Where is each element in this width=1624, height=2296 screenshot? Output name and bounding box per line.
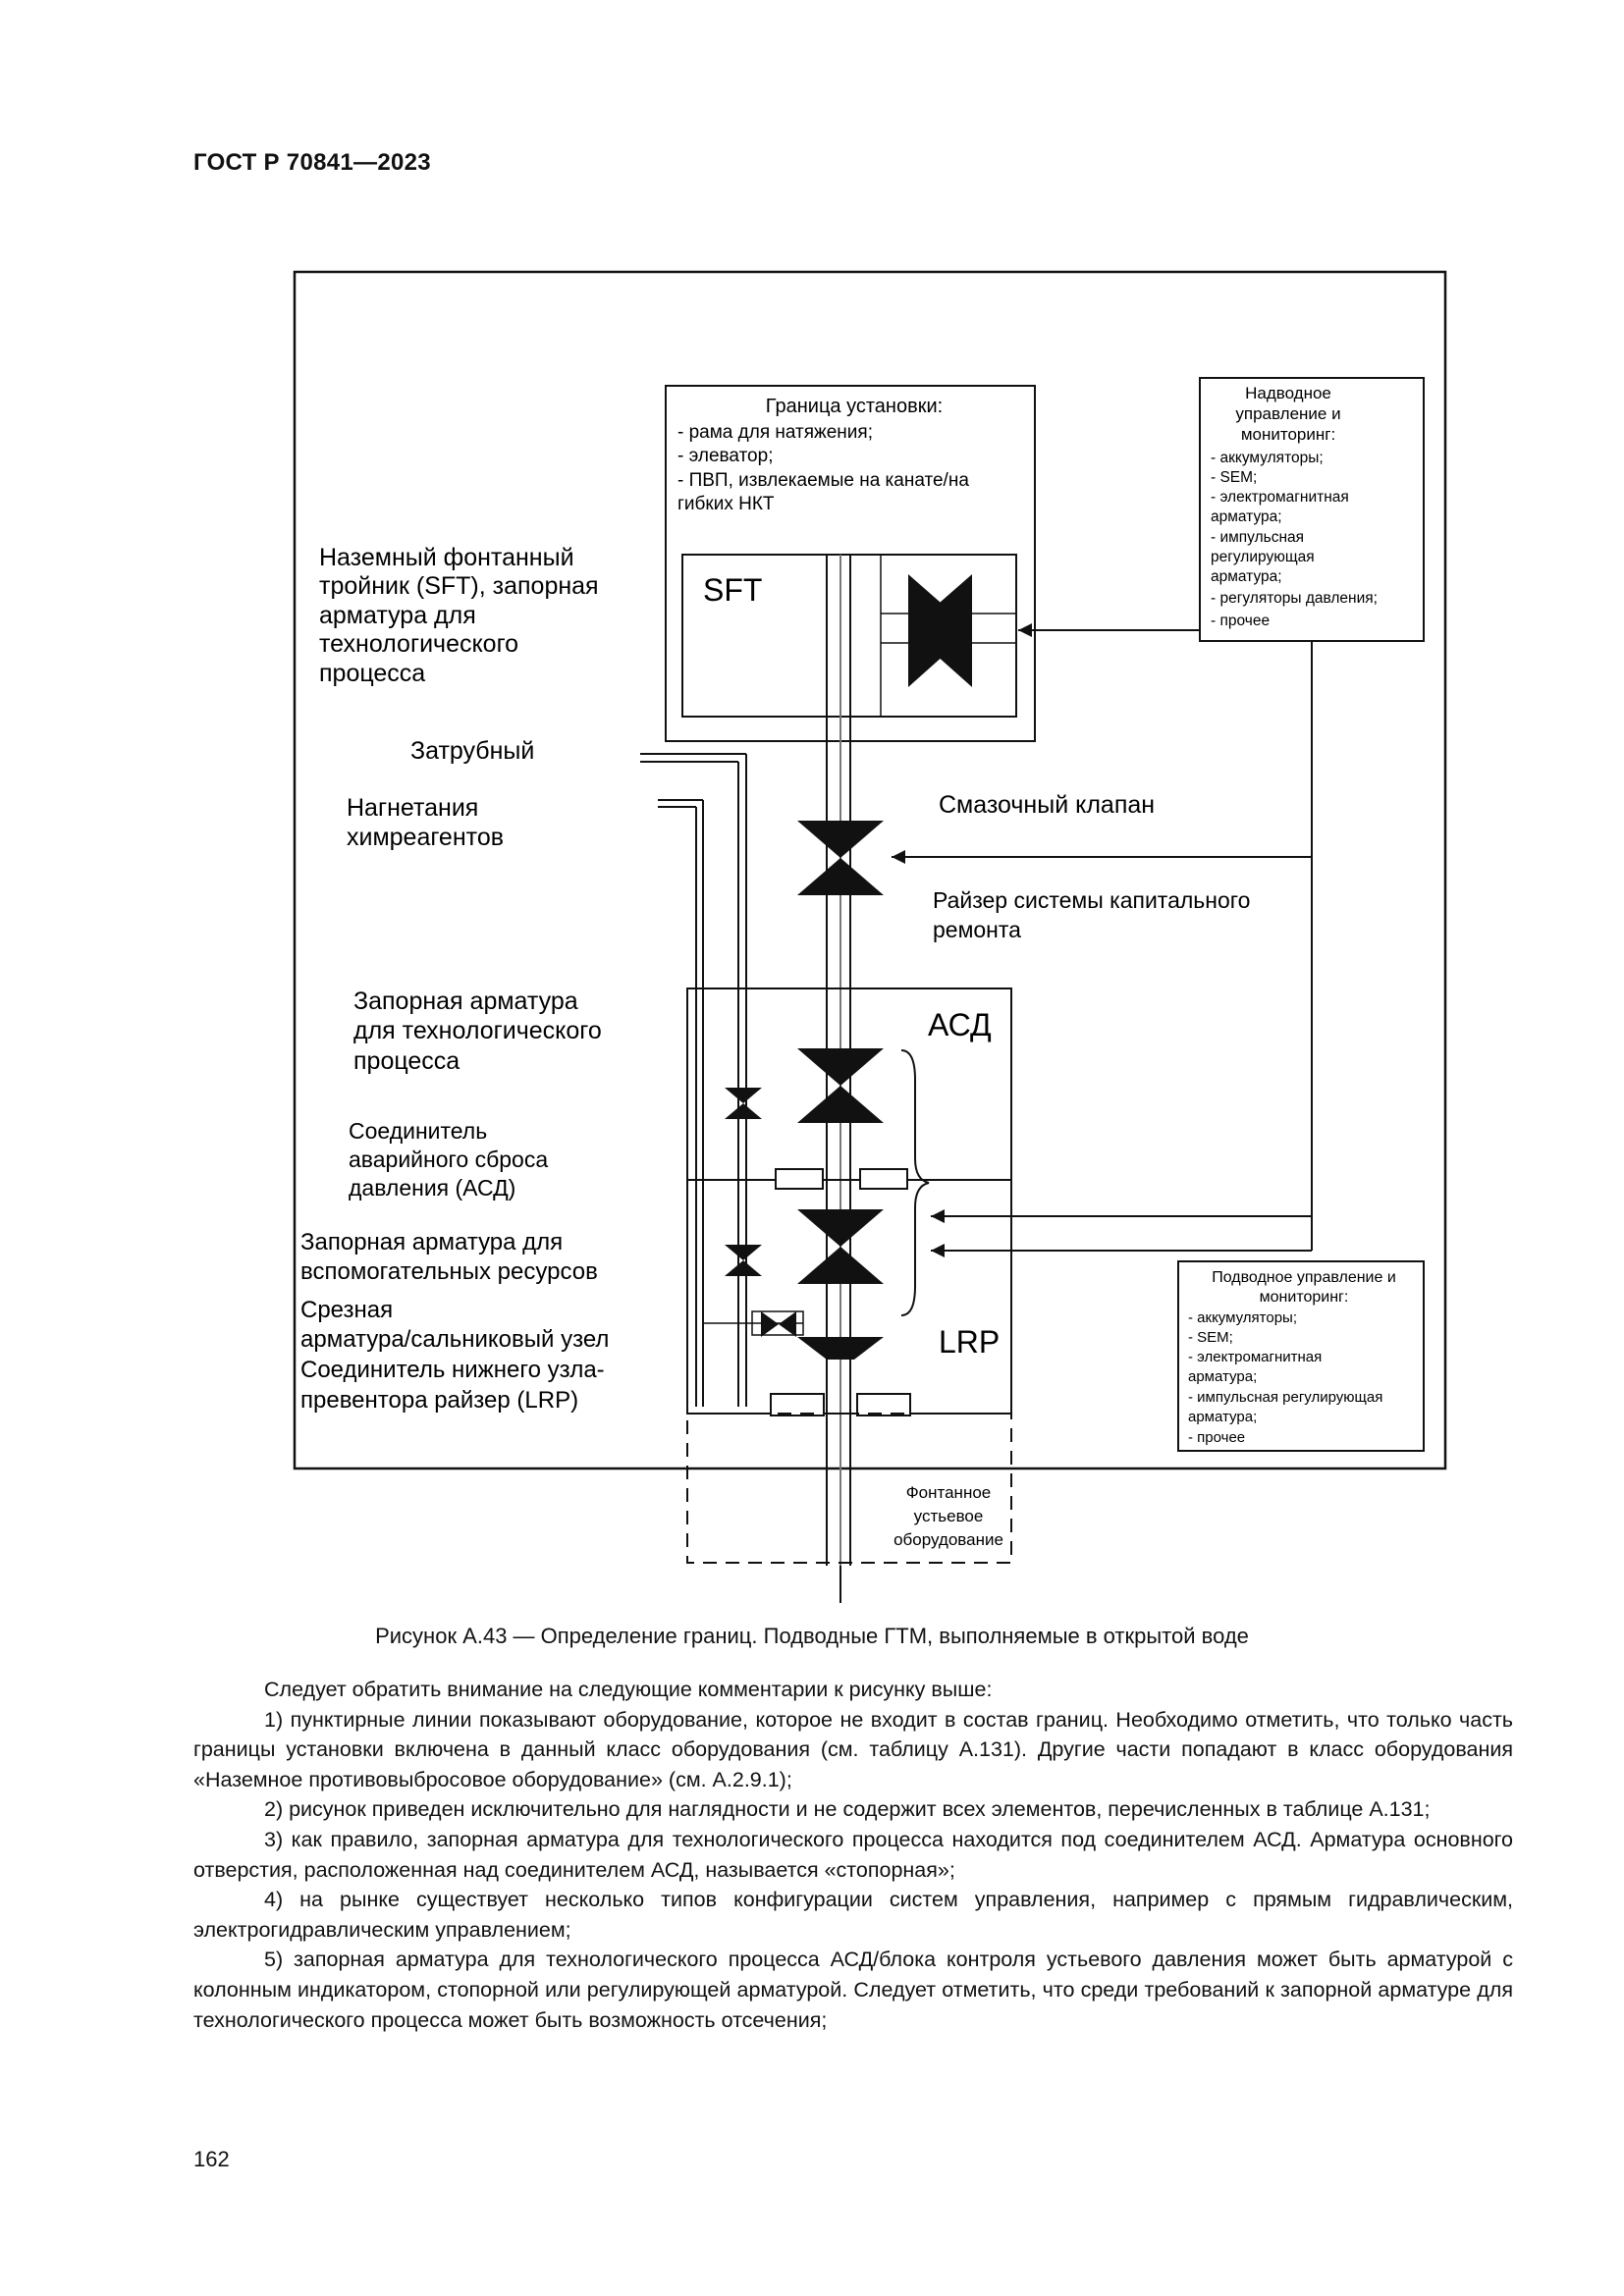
xmas-tree-line-1: Фонтанное: [906, 1483, 992, 1502]
surface-item: - импульсная: [1211, 529, 1304, 546]
sft-text-line: технологического: [319, 630, 518, 658]
lower-process-valve-icon: [797, 1209, 884, 1247]
subsea-control-box: [1177, 1260, 1425, 1452]
document-code: ГОСТ Р 70841—2023: [193, 149, 431, 176]
surface-control-line-1: Надводное: [1245, 384, 1331, 402]
subsea-item: - SEM;: [1188, 1329, 1233, 1346]
chem-label-line: Нагнетания: [347, 794, 478, 822]
comment-item-4: 4) на рынке существует несколько типов к…: [193, 1888, 1513, 1942]
body-text: Следует обратить внимание на следующие к…: [193, 1675, 1513, 2035]
brace: [900, 1049, 930, 1316]
surface-item: арматура;: [1211, 508, 1282, 525]
figure-svg: Граница установки: - рама для натяжения;…: [293, 270, 1447, 1603]
subsea-item: - импульсная регулирующая: [1188, 1389, 1382, 1406]
lube-valve-label: Смазочный клапан: [939, 791, 1155, 819]
aux-valve-label-line: вспомогательных ресурсов: [300, 1258, 598, 1285]
shear-ram-icon: [797, 1337, 884, 1360]
riser-label-line: Райзер системы капитального: [933, 887, 1250, 913]
process-valve-label-line: для технологического: [353, 1017, 602, 1044]
surface-item: - электромагнитная: [1211, 489, 1349, 506]
edp-label-line: давления (АСД): [349, 1175, 515, 1201]
surface-item: арматура;: [1211, 568, 1282, 585]
surface-item: - SEM;: [1211, 469, 1257, 486]
page-number: 162: [193, 2147, 230, 2171]
xmas-tree-dashed-box: [686, 1413, 1012, 1564]
subsea-item: арматура;: [1188, 1368, 1257, 1385]
surface-item: - прочее: [1211, 613, 1270, 629]
annulus-label: Затрубный: [410, 737, 534, 765]
sft-text-line: тройник (SFT), запорная: [319, 572, 599, 600]
shear-label-line: Соединитель нижнего узла-: [300, 1357, 605, 1383]
boundary-line-3: - ПВП, извлекаемые на канате/на: [677, 470, 969, 491]
sft-text-line: процесса: [319, 660, 425, 687]
comment-item-2: 2) рисунок приведен исключительно для на…: [264, 1797, 1431, 1822]
surface-control-line-3: мониторинг:: [1241, 425, 1335, 444]
lubricator-valve-icon: [797, 821, 884, 858]
process-valve-icon: [797, 1048, 884, 1086]
subsea-item: - прочее: [1188, 1429, 1245, 1446]
surface-item: - регуляторы давления;: [1211, 590, 1378, 607]
edp-label-line: аварийного сброса: [349, 1147, 548, 1172]
riser-label-line: ремонта: [933, 917, 1021, 942]
intro-paragraph: Следует обратить внимание на следующие к…: [264, 1678, 993, 1701]
edp-connector-left: [775, 1168, 824, 1190]
surface-control-line-2: управление и: [1235, 404, 1340, 423]
process-valve-label-line: Запорная арматура: [353, 988, 578, 1015]
sft-text-line: арматура для: [319, 602, 476, 629]
lrp-connector-left: [770, 1393, 825, 1416]
asd-label: АСД: [928, 1007, 992, 1042]
sft-label: SFT: [703, 572, 762, 608]
subsea-control-line-1: Подводное управление и: [1212, 1269, 1396, 1286]
process-valve-label-line: процесса: [353, 1047, 460, 1075]
shear-label-line: арматура/сальниковый узел: [300, 1326, 609, 1353]
boundary-line-1: - рама для натяжения;: [677, 422, 873, 443]
lrp-connector-right: [856, 1393, 911, 1416]
shear-valve-icon: [761, 1311, 779, 1337]
surface-item: - аккумуляторы;: [1211, 450, 1324, 466]
chem-label-line: химреагентов: [347, 824, 504, 851]
sft-text-line: Наземный фонтанный: [319, 544, 574, 571]
annulus-valve-icon: [725, 1088, 762, 1103]
comment-item-3: 3) как правило, запорная арматура для те…: [193, 1827, 1513, 1882]
xmas-tree-line-3: оборудование: [893, 1530, 1003, 1549]
outer-frame: [293, 270, 1447, 1470]
subsea-item: - аккумуляторы;: [1188, 1309, 1297, 1326]
aux-valve-icon: [725, 1245, 762, 1260]
figure-caption: Рисунок А.43 — Определение границ. Подво…: [375, 1624, 1249, 1648]
subsea-control-line-2: мониторинг:: [1260, 1289, 1349, 1306]
shear-label-line: Срезная: [300, 1297, 393, 1323]
boundary-figure: Граница установки: - рама для натяжения;…: [293, 270, 1447, 1603]
comment-item-1: 1) пунктирные линии показывают оборудова…: [193, 1707, 1513, 1791]
aux-valve-label-line: Запорная арматура для: [300, 1229, 563, 1255]
boundary-line-2: - элеватор;: [677, 446, 773, 466]
boundary-title: Граница установки:: [766, 396, 943, 417]
shear-label-line: превентора райзер (LRP): [300, 1387, 578, 1414]
comment-item-5: 5) запорная арматура для технологическог…: [193, 1948, 1513, 2032]
boundary-line-4: гибких НКТ: [677, 494, 775, 514]
xmas-tree-line-2: устьевое: [914, 1507, 984, 1525]
subsea-item: - электромагнитная: [1188, 1349, 1322, 1365]
surface-item: регулирующая: [1211, 549, 1315, 565]
edp-connector-right: [859, 1168, 908, 1190]
edp-label-line: Соединитель: [349, 1118, 487, 1144]
lrp-label: LRP: [939, 1324, 1000, 1360]
subsea-item: арматура;: [1188, 1409, 1257, 1425]
